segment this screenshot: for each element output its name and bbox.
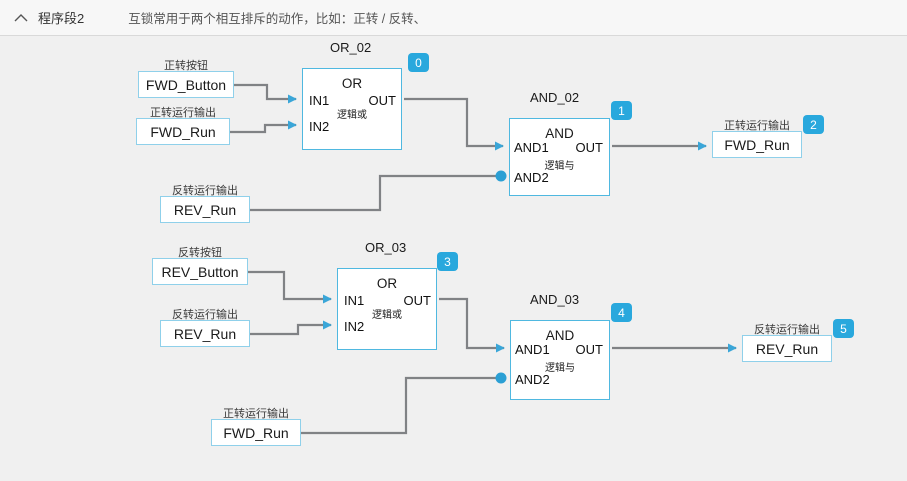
block-pin-or-02-out[interactable]: OUT (368, 93, 396, 108)
block-type-or-02: OR (341, 76, 363, 91)
chevron-up-icon[interactable] (8, 0, 34, 36)
wire-fwdrun-to-and03-and2 (301, 376, 501, 435)
wire-revrun-to-and02-and2 (250, 174, 500, 212)
wire-revrun-to-or03-in2 (250, 320, 332, 336)
block-subtitle-or-03: 逻辑或 (372, 310, 402, 321)
operand-box-fwd-run-out[interactable]: FWD_Run (712, 131, 802, 158)
connector-dot-and02-and2 (495, 170, 507, 182)
block-badge-or-03[interactable]: 3 (437, 252, 458, 271)
function-block-and-02[interactable]: AND 逻辑与 AND1 AND2 OUT (509, 118, 610, 196)
block-subtitle-and-02: 逻辑与 (544, 161, 575, 172)
block-badge-or-02[interactable]: 0 (408, 53, 429, 72)
operand-label-fwd-run-interlock: 正转运行输出 (223, 408, 289, 420)
block-pin-and-03-out[interactable]: OUT (575, 342, 603, 357)
block-name-and-02: AND_02 (530, 90, 580, 105)
function-block-and-03[interactable]: AND 逻辑与 AND1 AND2 OUT (510, 320, 610, 400)
network-comment: 互锁常用于两个相互排斥的动作，比如：正转 / 反转、 (128, 12, 427, 26)
operand-box-rev-run-out[interactable]: REV_Run (742, 335, 832, 362)
network-header: 程序段2 互锁常用于两个相互排斥的动作，比如：正转 / 反转、 (0, 0, 907, 36)
operand-label-rev-button: 反转按钮 (178, 247, 222, 259)
operand-label-rev-run-in: 反转运行输出 (172, 309, 238, 321)
function-block-or-03[interactable]: OR 逻辑或 IN1 IN2 OUT (337, 268, 437, 350)
operand-box-rev-button[interactable]: REV_Button (152, 258, 248, 285)
block-pin-or-03-in1[interactable]: IN1 (344, 293, 365, 308)
block-subtitle-or-02: 逻辑或 (337, 110, 367, 121)
block-pin-and-02-and1[interactable]: AND1 (514, 140, 549, 155)
block-pin-and-02-and2[interactable]: AND2 (514, 170, 549, 185)
operand-box-fwd-run-in[interactable]: FWD_Run (136, 118, 230, 145)
operand-box-fwd-button[interactable]: FWD_Button (138, 71, 234, 98)
block-type-and-02: AND (545, 126, 574, 141)
block-pin-and-03-and2[interactable]: AND2 (515, 372, 550, 387)
block-pin-and-03-and1[interactable]: AND1 (515, 342, 550, 357)
wire-layer (230, 83, 737, 435)
wire-revbutton-to-or03-in1 (248, 270, 332, 304)
operand-box-rev-run-in[interactable]: REV_Run (160, 320, 250, 347)
wire-fwdrun-to-or02-in2 (230, 120, 297, 134)
operand-label-rev-run-out: 反转运行输出 (754, 324, 820, 336)
wire-fwdbutton-to-or02-in1 (234, 83, 297, 104)
operand-badge-fwd-run-out[interactable]: 2 (803, 115, 824, 134)
block-badge-and-03[interactable]: 4 (611, 303, 632, 322)
connector-dot-and03-and2 (495, 372, 507, 384)
block-name-and-03: AND_03 (530, 292, 580, 307)
block-pin-or-03-in2[interactable]: IN2 (344, 319, 365, 334)
block-subtitle-and-03: 逻辑与 (545, 363, 575, 374)
block-pin-or-02-in2[interactable]: IN2 (309, 119, 330, 134)
block-type-or-03: OR (376, 276, 398, 291)
network-title: 程序段2 (38, 11, 85, 26)
block-pin-or-02-in1[interactable]: IN1 (309, 93, 330, 108)
operand-box-rev-run-interlock[interactable]: REV_Run (160, 196, 250, 223)
block-type-and-03: AND (545, 328, 575, 343)
function-block-or-02[interactable]: OR 逻辑或 IN1 IN2 OUT (302, 68, 402, 150)
operand-label-fwd-run-out: 正转运行输出 (724, 120, 790, 132)
operand-label-rev-run-interlock: 反转运行输出 (172, 185, 238, 197)
block-pin-or-03-out[interactable]: OUT (403, 293, 431, 308)
operand-label-fwd-button: 正转按钮 (164, 60, 208, 72)
block-name-or-02: OR_02 (330, 40, 372, 55)
wire-or02-to-and02-and1 (404, 97, 504, 151)
operand-box-fwd-run-interlock[interactable]: FWD_Run (211, 419, 301, 446)
block-badge-and-02[interactable]: 1 (611, 101, 632, 120)
operand-badge-rev-run-out[interactable]: 5 (833, 319, 854, 338)
diagram-canvas[interactable]: 正转按钮 FWD_Button 正转运行输出 FWD_Run OR_02 0 O… (0, 37, 907, 481)
wire-or03-to-and03-and1 (439, 297, 505, 353)
block-name-or-03: OR_03 (365, 240, 407, 255)
operand-label-fwd-run-in: 正转运行输出 (150, 107, 216, 119)
block-pin-and-02-out[interactable]: OUT (575, 140, 603, 155)
